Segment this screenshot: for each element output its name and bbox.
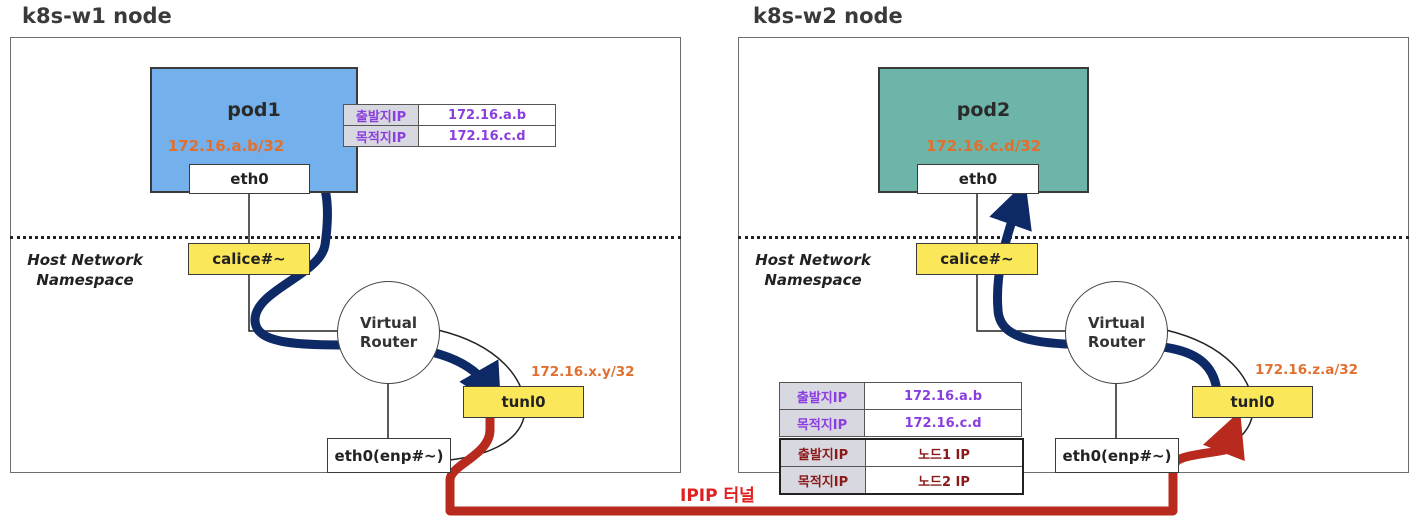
pod2-ip: 172.16.c.d/32: [925, 137, 1042, 155]
namespace-line1: Host Network: [755, 251, 871, 269]
node1-inner-header-table: 출발지IP 172.16.a.b 목적지IP 172.16.c.d: [343, 104, 556, 147]
namespace-line2: Namespace: [36, 271, 134, 289]
ipip-tunnel-label: IPIP 터널: [680, 486, 755, 506]
router-line1: Virtual: [360, 313, 417, 332]
node2-host-eth: eth0(enp#~): [1055, 438, 1179, 473]
node2-inner-header-table: 출발지IP 172.16.a.b 목적지IP 172.16.c.d: [779, 382, 1022, 437]
table-value: 노드1 IP: [865, 438, 1024, 467]
pod1-eth0: eth0: [189, 164, 310, 194]
node1-tunl0: tunl0: [463, 386, 584, 418]
node2-calice-to-router-line: [976, 275, 1068, 332]
table-key: 출발지IP: [779, 382, 865, 410]
table-row: 출발지IP 노드1 IP: [779, 438, 1024, 467]
node2-virtual-router: Virtual Router: [1065, 281, 1168, 384]
pod2-eth0: eth0: [917, 164, 1039, 194]
node1-calice: calice#~: [188, 243, 310, 275]
table-row: 출발지IP 172.16.a.b: [779, 382, 1022, 410]
table-row: 목적지IP 172.16.c.d: [779, 409, 1022, 437]
node1-namespace-divider: [10, 236, 681, 239]
ipip-tunnel-arrow: [445, 400, 1245, 516]
node1-namespace-label: Host Network Namespace: [20, 250, 150, 290]
node2-title: k8s-w2 node: [753, 4, 903, 28]
router-line2: Router: [359, 332, 418, 351]
table-key: 출발지IP: [343, 104, 419, 126]
router-line2: Router: [1087, 332, 1146, 351]
node2-calice: calice#~: [916, 243, 1038, 275]
pod2-name: pod2: [956, 99, 1011, 121]
node1-calice-to-router-line: [248, 275, 340, 332]
namespace-line2: Namespace: [764, 271, 862, 289]
table-row: 목적지IP 노드2 IP: [779, 466, 1024, 495]
table-key: 목적지IP: [779, 466, 866, 495]
node2-tunl-ip: 172.16.z.a/32: [1255, 362, 1359, 378]
node2-namespace-label: Host Network Namespace: [748, 250, 878, 290]
node2-tunl0: tunl0: [1192, 386, 1313, 418]
table-value: 172.16.c.d: [864, 409, 1022, 437]
node1-title: k8s-w1 node: [22, 4, 172, 28]
namespace-line1: Host Network: [27, 251, 143, 269]
node1-virtual-router: Virtual Router: [337, 281, 440, 384]
table-key: 목적지IP: [779, 409, 865, 437]
table-value: 172.16.a.b: [864, 382, 1022, 410]
node1-tunl-ip: 172.16.x.y/32: [531, 364, 635, 380]
table-row: 목적지IP 172.16.c.d: [343, 125, 556, 147]
pod1-name: pod1: [227, 99, 281, 121]
node2-namespace-divider: [738, 236, 1409, 239]
table-value: 노드2 IP: [865, 466, 1024, 495]
node2-outer-header-table: 출발지IP 노드1 IP 목적지IP 노드2 IP: [779, 438, 1024, 495]
table-key: 목적지IP: [343, 125, 419, 147]
table-key: 출발지IP: [779, 438, 866, 467]
table-row: 출발지IP 172.16.a.b: [343, 104, 556, 126]
table-value: 172.16.a.b: [418, 104, 556, 126]
router-line1: Virtual: [1088, 313, 1145, 332]
pod1-ip: 172.16.a.b/32: [167, 137, 285, 155]
node1-host-eth: eth0(enp#~): [327, 438, 451, 473]
table-value: 172.16.c.d: [418, 125, 556, 147]
